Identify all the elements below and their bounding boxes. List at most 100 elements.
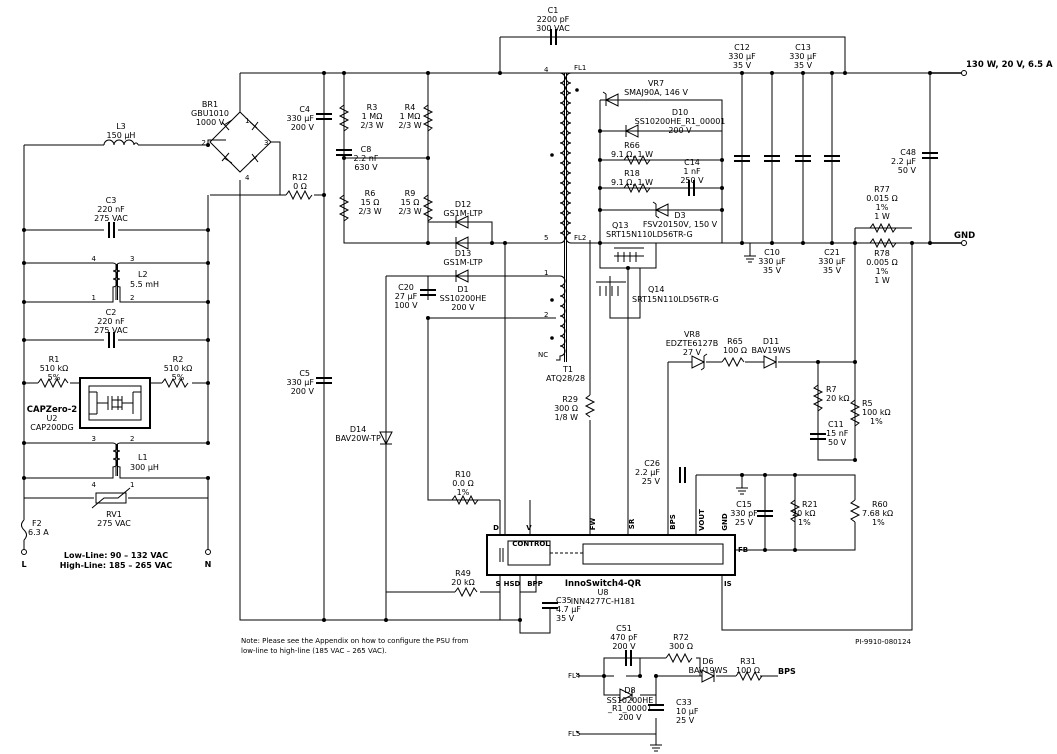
r29-rating: 1/8 W (555, 413, 578, 422)
r9-val: 15 Ω (401, 198, 420, 207)
r3-rating: 2/3 W (360, 121, 383, 130)
r60-val: 7.68 kΩ (862, 509, 893, 518)
r10-val: 0.0 Ω (452, 479, 473, 488)
vr7-val: SMAJ90A, 146 V (624, 88, 688, 97)
c20-ref: C20 (398, 283, 414, 292)
d6-val: BAV19WS (688, 666, 727, 675)
svg-text:VOUT: VOUT (698, 509, 706, 531)
c11-val: 15 nF (826, 429, 849, 438)
c2-val: 220 nF (97, 317, 125, 326)
svg-text:CONTROL: CONTROL (512, 540, 550, 548)
c14-val: 1 nF (683, 167, 701, 176)
c48-val: 2.2 µF (891, 157, 916, 166)
r4-rating: 2/3 W (398, 121, 421, 130)
c21-ref: C21 (824, 248, 840, 257)
r66-ref: R66 (624, 141, 640, 150)
c48-rating: 50 V (898, 166, 917, 175)
c48-ref: C48 (900, 148, 916, 157)
c10-rating: 35 V (763, 266, 782, 275)
r78-val: 0.005 Ω (866, 258, 898, 267)
c4-val: 330 µF (286, 114, 314, 123)
c33-val: 10 µF (676, 707, 699, 716)
svg-text:NC: NC (538, 351, 548, 359)
svg-text:V: V (526, 524, 532, 532)
c15-ref: C15 (736, 500, 752, 509)
vr8-ref: VR8 (684, 330, 700, 339)
d12-ref: D12 (455, 200, 471, 209)
d6-ref: D6 (702, 657, 713, 666)
r5-ref: R5 (862, 399, 873, 408)
r5-tol: 1% (870, 417, 883, 426)
d8-val: SS10200HE (607, 696, 654, 705)
c15-rating: 25 V (735, 518, 754, 527)
l2-val: 5.5 mH (130, 280, 159, 289)
svg-text:IS: IS (724, 580, 732, 588)
svg-text:BPS: BPS (669, 514, 677, 530)
d8-ref: D8 (624, 686, 635, 695)
svg-text:FL2: FL2 (574, 234, 586, 242)
c10-ref: C10 (764, 248, 780, 257)
c35-rating: 35 V (556, 614, 575, 623)
line-high: High-Line: 185 – 265 VAC (60, 561, 173, 570)
c51-ref: C51 (616, 624, 632, 633)
note-line2: low-line to high-line (185 VAC – 265 VAC… (241, 647, 387, 655)
d11-ref: D11 (763, 337, 779, 346)
l1-ref: L1 (138, 453, 148, 462)
c20-val: 27 µF (395, 292, 418, 301)
d1-rating: 200 V (451, 303, 475, 312)
svg-text:4: 4 (245, 174, 250, 182)
terminals (21, 70, 967, 555)
svg-text:FL5: FL5 (568, 730, 580, 738)
c13-rating: 35 V (794, 61, 813, 70)
symbols (21, 29, 938, 752)
r65-ref: R65 (727, 337, 743, 346)
d11-val: BAV19WS (751, 346, 790, 355)
d3-ref: D3 (674, 211, 685, 220)
svg-text:4: 4 (92, 481, 97, 489)
r5-val: 100 kΩ (862, 408, 891, 417)
labels: L3 150 µH C3 220 nF 275 VAC L2 5.5 mH 4 … (21, 6, 1053, 738)
r1-ref: R1 (49, 355, 60, 364)
svg-text:FL4: FL4 (568, 672, 581, 680)
u2-ref: U2 (47, 414, 58, 423)
r10-tol: 1% (457, 488, 470, 497)
br1-ref: BR1 (202, 100, 218, 109)
r2-val: 510 kΩ (164, 364, 193, 373)
r72-ref: R72 (673, 633, 689, 642)
c2-ref: C2 (106, 308, 117, 317)
c26-rating: 25 V (642, 477, 661, 486)
c4-ref: C4 (299, 105, 310, 114)
r77-tol: 1% (876, 203, 889, 212)
d10-ref: D10 (672, 108, 688, 117)
r3-ref: R3 (367, 103, 378, 112)
u8-ref: U8 (598, 588, 609, 597)
r78-rating: 1 W (874, 276, 890, 285)
c51-val: 470 pF (610, 633, 638, 642)
terminal-n: N (205, 560, 212, 569)
junctions (22, 71, 932, 678)
r6-ref: R6 (365, 189, 376, 198)
r29-val: 300 Ω (554, 404, 578, 413)
r29-ref: R29 (562, 395, 578, 404)
c11-rating: 50 V (828, 438, 847, 447)
r31-ref: R31 (740, 657, 756, 666)
r9-rating: 2/3 W (398, 207, 421, 216)
r12-val: 0 Ω (293, 182, 307, 191)
svg-text:3: 3 (264, 139, 268, 147)
r4-val: 1 MΩ (400, 112, 421, 121)
svg-text:2: 2 (544, 311, 548, 319)
r77-ref: R77 (874, 185, 890, 194)
c11-ref: C11 (828, 420, 844, 429)
c10-val: 330 µF (758, 257, 786, 266)
c13-ref: C13 (795, 43, 811, 52)
svg-text:FW: FW (589, 517, 597, 530)
c5-rating: 200 V (291, 387, 315, 396)
svg-text:2: 2 (130, 294, 134, 302)
d8-val2: _R1_00001 (607, 704, 652, 713)
gnd-label: GND (954, 231, 975, 241)
r2-ref: R2 (173, 355, 184, 364)
svg-text:1: 1 (92, 294, 96, 302)
d14-val: BAV20W-TP (335, 434, 381, 443)
f2-val: 6.3 A (28, 528, 49, 537)
c26-ref: C26 (644, 459, 660, 468)
